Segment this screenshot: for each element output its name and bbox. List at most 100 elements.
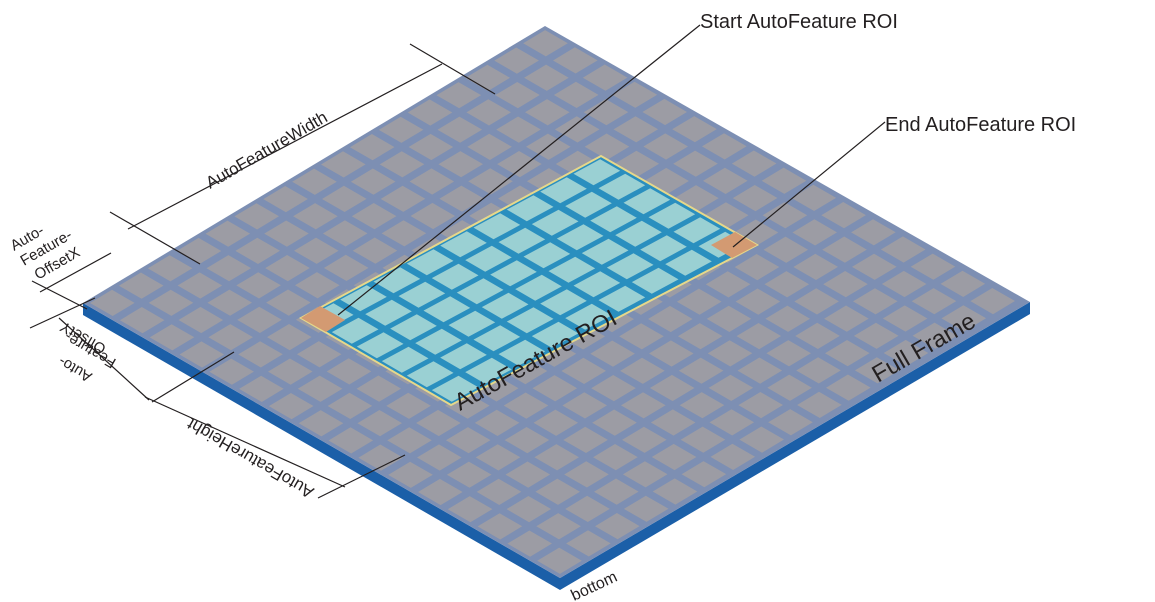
frame-pixel xyxy=(379,151,425,178)
frame-pixel xyxy=(622,461,668,488)
roi-pixel xyxy=(481,292,529,319)
frame-pixel xyxy=(706,305,752,332)
frame-pixel xyxy=(357,410,402,437)
frame-pixel xyxy=(554,116,600,143)
frame-pixel xyxy=(651,443,697,471)
frame-pixel xyxy=(468,168,513,195)
frame-pixel xyxy=(761,167,807,194)
roi-pixel xyxy=(573,159,621,186)
frame-pixel xyxy=(477,513,523,540)
frame-pixel xyxy=(553,81,599,108)
roi-pixel xyxy=(490,260,537,287)
roi-pixel xyxy=(381,346,429,373)
frame-pixel xyxy=(407,99,453,126)
frame-pixel xyxy=(506,496,552,523)
end-roi-leader-line xyxy=(732,121,886,248)
roi-pixel xyxy=(498,339,546,366)
frame-pixel xyxy=(356,375,402,402)
frame-pixel xyxy=(352,237,398,264)
start-roi-label: Start AutoFeature ROI xyxy=(700,11,898,33)
offsety-dimension-line xyxy=(58,317,150,401)
frame-pixel xyxy=(733,219,779,246)
frame-pixel xyxy=(293,203,338,230)
frame-pixel xyxy=(437,116,483,143)
frame-pixel xyxy=(703,167,748,194)
frame-pixel xyxy=(710,443,756,470)
frame-pixel xyxy=(622,426,667,453)
frame-pixel xyxy=(504,427,550,454)
frame-pixel xyxy=(179,341,225,368)
frame-pixel xyxy=(764,271,810,298)
roi-pixel xyxy=(531,209,579,236)
frame-pixel xyxy=(532,375,578,402)
frame-pixel xyxy=(322,185,367,212)
frame-pixel xyxy=(822,236,867,263)
roi-pixel xyxy=(598,173,646,200)
frame-pixel xyxy=(823,271,868,298)
frame-pixel xyxy=(439,185,484,212)
frame-base-edge-right xyxy=(560,302,1030,590)
roi-pixel xyxy=(448,310,496,337)
frame-pixel xyxy=(297,375,343,402)
frame-pixel xyxy=(584,133,630,160)
frame-pixel xyxy=(206,255,252,282)
frame-pixel xyxy=(650,409,696,436)
frame-pixel xyxy=(358,444,403,471)
frame-pixel xyxy=(268,358,313,385)
frame-pixel xyxy=(235,237,280,264)
frame-pixel xyxy=(209,358,254,385)
frame-pixel xyxy=(736,323,782,350)
frame-pixel xyxy=(507,530,552,557)
frame-pixel xyxy=(791,184,837,211)
frame-pixel xyxy=(881,270,927,298)
frame-pixel xyxy=(678,357,724,384)
frame-pixel xyxy=(438,151,483,178)
frame-pixel xyxy=(523,30,568,57)
start-roi-pixel xyxy=(301,306,345,332)
frame-pixel xyxy=(649,340,694,367)
frame-pixel xyxy=(592,409,637,436)
roi-pixel xyxy=(615,220,662,247)
roi-pixel xyxy=(640,235,687,262)
frame-pixel xyxy=(677,323,723,350)
height-dimension-line xyxy=(144,396,346,488)
roi-pixel xyxy=(431,375,479,402)
frame-pixel xyxy=(380,185,426,212)
frame-pixel xyxy=(679,392,725,419)
frame-pixel xyxy=(561,357,606,384)
frame-pixel xyxy=(643,133,688,160)
frame-pixel xyxy=(739,426,784,453)
frame-pixel xyxy=(205,220,251,247)
frame-pixel xyxy=(676,288,722,315)
frame-pixel xyxy=(910,253,956,280)
frame-pixel xyxy=(852,253,897,280)
width-extension-line-start xyxy=(109,211,201,265)
frame-pixel xyxy=(649,374,695,402)
frame-pixel xyxy=(263,186,308,213)
frame-pixel xyxy=(708,374,754,401)
roi-pixel xyxy=(365,299,412,326)
roi-pixel xyxy=(356,332,404,359)
frame-pixel xyxy=(147,255,193,282)
frame-pixel xyxy=(912,322,958,349)
frame-pixel xyxy=(680,426,726,453)
frame-pixel xyxy=(731,150,777,177)
frame-pixel xyxy=(349,134,395,161)
roi-pixel xyxy=(398,281,446,308)
frame-pixel xyxy=(408,133,454,161)
roi-pixel xyxy=(540,289,587,316)
frame-pixel xyxy=(702,133,747,160)
frame-pixel xyxy=(149,324,195,351)
frame-pixel xyxy=(681,461,727,488)
roi-pixel xyxy=(606,253,654,280)
frame-pixel xyxy=(594,478,639,505)
frame-pixel xyxy=(327,392,373,419)
frame-pixel xyxy=(880,236,926,263)
height-extension-line xyxy=(317,454,406,499)
frame-pixel xyxy=(350,168,396,195)
roi-pixel xyxy=(531,321,579,348)
frame-pixel xyxy=(652,478,698,505)
frame-pixel xyxy=(298,410,344,437)
frame-pixel xyxy=(565,495,610,522)
